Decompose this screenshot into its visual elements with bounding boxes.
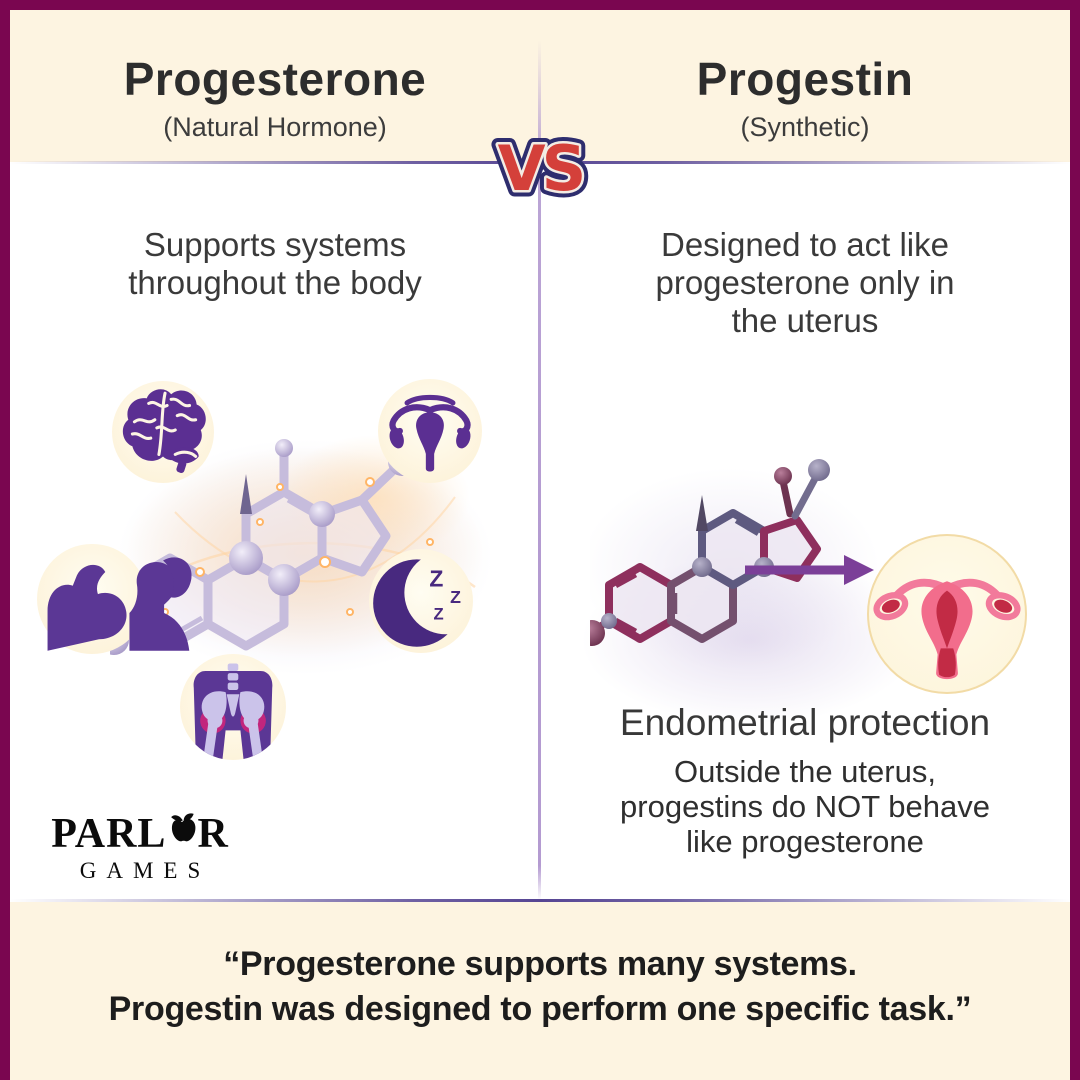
pelvis-icon	[193, 663, 273, 760]
vs-badge: VS VS	[491, 126, 593, 206]
left-title: Progesterone	[123, 53, 427, 105]
vs-text: VS	[498, 132, 583, 205]
z-letter: Z	[429, 565, 443, 591]
quote-line-2: Progestin was designed to perform one sp…	[108, 990, 972, 1028]
parlor-games-logo: PARL R GAMES	[40, 810, 240, 884]
left-subtitle: (Natural Hormone)	[163, 112, 387, 142]
endometrial-note: Outside the uterus, progestins do NOT be…	[620, 754, 990, 859]
arrow-right-icon	[745, 555, 874, 585]
methyl-wedge	[240, 474, 252, 514]
right-column-header: Progestin (Synthetic)	[540, 52, 1070, 143]
right-subtitle: (Synthetic)	[740, 112, 870, 142]
molecule-rings	[605, 509, 821, 643]
z-letter: Z	[433, 605, 443, 624]
left-column-header: Progesterone (Natural Hormone)	[10, 52, 540, 143]
moon-crescent	[373, 559, 461, 647]
pelvis-icon-circle	[180, 654, 286, 760]
logo-part1: PARL	[51, 811, 167, 857]
uterus-icon-circle	[378, 379, 482, 483]
right-title: Progestin	[696, 53, 914, 105]
apple-icon	[171, 813, 196, 842]
page-background: Progesterone (Natural Hormone) Progestin…	[10, 10, 1070, 1080]
sleep-z-letters: Z Z Z	[429, 565, 461, 623]
sleep-icon-circle: Z Z Z	[369, 549, 473, 653]
footer-band	[10, 902, 1070, 1080]
methyl-wedge	[696, 495, 708, 531]
quote-line-1: “Progesterone supports many systems.	[223, 945, 857, 983]
vs-outline-text: VS	[498, 132, 583, 205]
molecule-atoms	[590, 459, 830, 646]
right-claim: Designed to act like progesterone only i…	[655, 226, 955, 339]
brain-icon-circle	[112, 381, 214, 483]
femurs	[203, 720, 263, 760]
molecule-maroon-icon	[590, 459, 880, 668]
uterus-pink-icon	[873, 578, 1021, 680]
column-divider-line	[538, 40, 541, 900]
strength-icon	[47, 557, 192, 651]
double-bonds	[614, 519, 760, 633]
footer-divider-line	[10, 899, 1070, 902]
uterus-icon	[389, 394, 471, 472]
logo-subtext: GAMES	[79, 858, 211, 883]
brain-icon	[122, 389, 206, 473]
z-letter: Z	[450, 587, 461, 607]
left-claim: Supports systems throughout the body	[128, 226, 422, 301]
sleep-moon-icon: Z Z Z	[373, 559, 461, 647]
footer-quote: “Progesterone supports many systems. Pro…	[10, 942, 1070, 1032]
brain-gyri	[130, 391, 198, 459]
logo-wordmark: PARL R	[40, 810, 240, 858]
endometrial-heading: Endometrial protection	[619, 702, 991, 743]
logo-part2: R	[197, 811, 229, 857]
uterus-target-circle	[867, 534, 1027, 694]
